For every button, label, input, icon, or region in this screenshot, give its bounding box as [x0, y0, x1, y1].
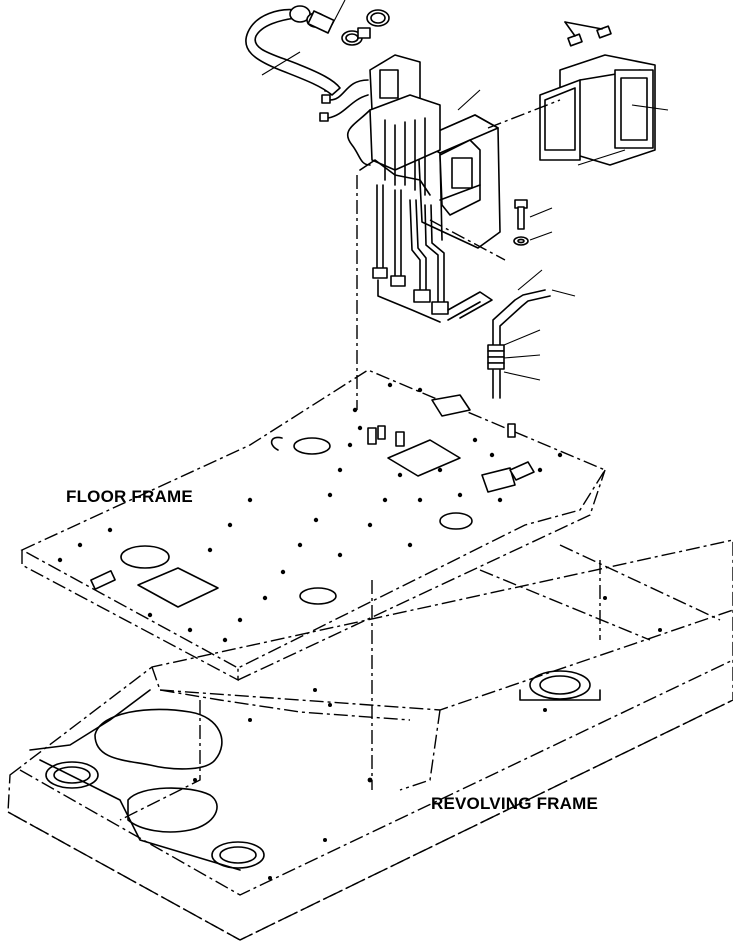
revolving-frame-label: REVOLVING FRAME: [431, 794, 599, 813]
leader-lines: [261, 0, 669, 381]
drain-pipe: [487, 289, 551, 399]
air-conditioner-unit: [319, 54, 529, 323]
air-duct: [539, 21, 656, 166]
floor-frame-drawing: [20, 369, 607, 682]
floor-frame-label: FLOOR FRAME: [66, 487, 193, 506]
revolving-frame-drawing: [7, 539, 733, 941]
hose-assembly: [245, 5, 390, 96]
